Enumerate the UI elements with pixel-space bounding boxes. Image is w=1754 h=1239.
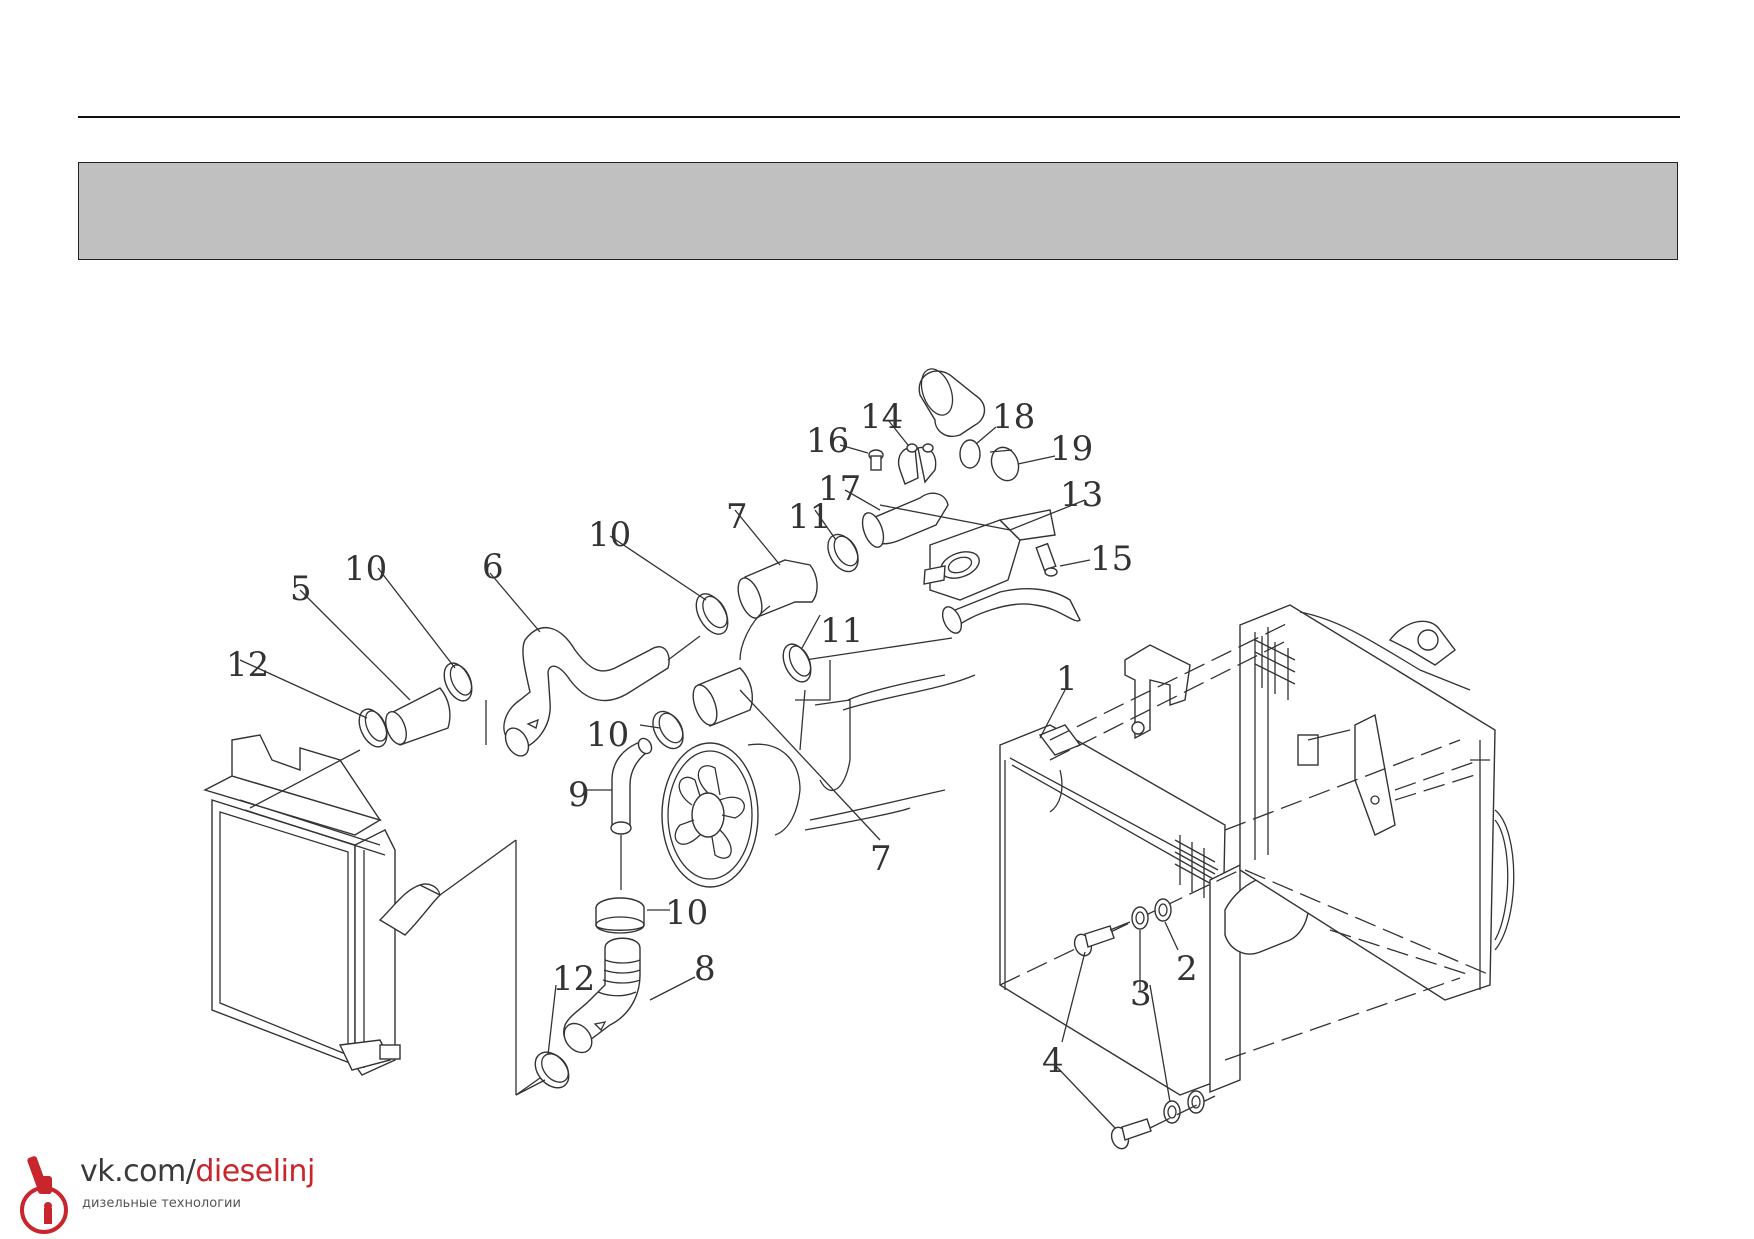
label-4: 4 — [1042, 1041, 1064, 1081]
clamp-10-c — [652, 710, 684, 750]
clamp-10-d — [595, 897, 645, 934]
bracket-14 — [898, 443, 937, 485]
bolt-16 — [868, 449, 884, 471]
watermark-url[interactable]: vk.com/dieselinj — [80, 1154, 315, 1189]
label-8: 8 — [694, 949, 716, 989]
label-7a: 7 — [726, 497, 748, 537]
label-18: 18 — [992, 397, 1035, 437]
clamp-19 — [989, 446, 1020, 482]
pipe-17 — [861, 492, 949, 548]
hose-6 — [503, 627, 670, 757]
hose-right — [941, 588, 1081, 634]
clamp-11-lower — [782, 643, 812, 683]
clamp-10-a — [443, 662, 473, 702]
clamp-12-upper — [358, 708, 388, 748]
label-14: 14 — [860, 397, 903, 437]
label-10c: 10 — [586, 715, 629, 755]
label-12a: 12 — [226, 645, 269, 685]
watermark-subtitle: дизельные технологии — [82, 1196, 241, 1211]
watermark-url-prefix: vk.com/ — [80, 1154, 196, 1189]
bolt-4-upper — [1073, 925, 1115, 957]
injector-logo-icon — [20, 1156, 68, 1234]
right-radiator-assembly — [999, 604, 1515, 1096]
label-11b: 11 — [820, 611, 863, 651]
washers-lower — [1163, 1090, 1205, 1124]
label-10d: 10 — [665, 893, 708, 933]
label-6: 6 — [482, 547, 504, 587]
clamp-10-b — [695, 593, 729, 635]
label-15: 15 — [1090, 539, 1133, 579]
connector-7-lower — [692, 667, 753, 727]
label-10b: 10 — [588, 515, 631, 555]
label-16: 16 — [806, 421, 849, 461]
coupler-5 — [385, 687, 451, 746]
washers-upper — [1131, 898, 1172, 930]
o-ring-18 — [959, 439, 981, 469]
hose-8 — [563, 937, 641, 1054]
label-7b: 7 — [870, 839, 892, 879]
left-radiator — [203, 734, 442, 1076]
watermark: vk.com/dieselinj дизельные технологии — [18, 1146, 338, 1236]
label-12b: 12 — [552, 959, 595, 999]
clamp-11-upper — [827, 533, 859, 573]
label-11a: 11 — [788, 497, 831, 537]
label-17: 17 — [818, 469, 861, 509]
label-10a: 10 — [344, 549, 387, 589]
label-13: 13 — [1060, 475, 1103, 515]
clamp-12-lower — [534, 1051, 570, 1089]
label-5: 5 — [290, 569, 312, 609]
fan — [661, 742, 801, 888]
elbow-pipe — [918, 368, 986, 437]
watermark-url-accent: dieselinj — [195, 1154, 315, 1189]
housing-13 — [923, 509, 1056, 601]
label-2: 2 — [1176, 949, 1198, 989]
label-19: 19 — [1050, 429, 1093, 469]
label-1: 1 — [1056, 659, 1078, 699]
title-bar — [78, 162, 1678, 260]
connector-7-upper — [737, 559, 818, 619]
top-rule — [78, 116, 1680, 118]
hose-9 — [610, 737, 653, 835]
label-3: 3 — [1130, 974, 1152, 1014]
label-9: 9 — [568, 775, 590, 815]
bolt-4-lower — [1110, 1118, 1152, 1150]
bolt-15 — [1035, 542, 1058, 577]
